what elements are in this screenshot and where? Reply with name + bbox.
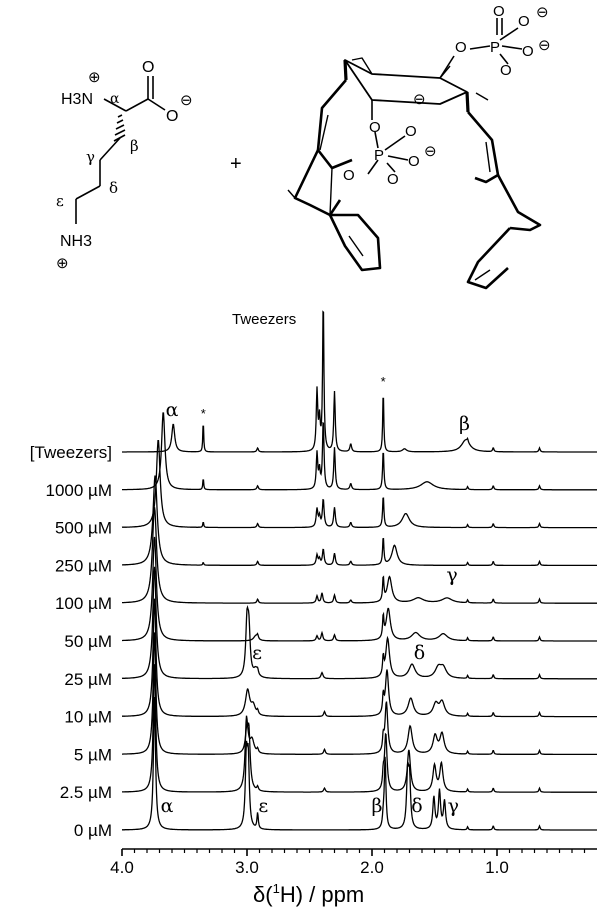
tweezer-p2: P (374, 147, 384, 164)
tweezer-o10: O (387, 171, 399, 188)
lysine-nh3: NH3 (60, 233, 92, 250)
peak-annotation: * (381, 374, 386, 389)
lysine-gamma: γ (86, 148, 95, 166)
peak-annotations: α ε β δ γ ε δ γ α β * * (161, 374, 470, 817)
peak-annotation: α (166, 399, 179, 421)
x-axis-label-prefix: δ( (253, 882, 273, 907)
peak-annotation: ε (258, 795, 268, 817)
spectrum-trace (122, 598, 597, 718)
peak-annotation: γ (446, 564, 457, 586)
peak-annotation: α (161, 795, 174, 817)
peak-annotation: δ (411, 795, 422, 817)
x-tick-label: 2.0 (360, 858, 384, 877)
series-label: 100 µM (55, 594, 112, 613)
peak-annotation: β (459, 413, 470, 435)
tweezer-o8: O (408, 153, 420, 170)
lysine-h3n: H3N (61, 91, 93, 108)
tweezer-p1: P (490, 39, 500, 56)
tweezer-structure (287, 18, 542, 290)
spectrum-trace (122, 664, 597, 793)
series-label: 250 µM (55, 556, 112, 575)
tweezer-minus3: ⊖ (413, 91, 426, 108)
series-label: 25 µM (64, 670, 112, 689)
lysine-alpha: α (110, 91, 120, 107)
series-label: [Tweezers] (30, 443, 112, 462)
tweezer-o7: O (405, 123, 417, 140)
spectrum-trace (121, 440, 597, 529)
tweezer-o2: O (493, 3, 505, 20)
x-tick-label: 1.0 (485, 858, 509, 877)
lysine-labels: H3N ⊕ α O O ⊖ β γ δ ε NH3 ⊕ (56, 59, 193, 272)
nmr-spectra (121, 310, 597, 831)
series-label: 500 µM (55, 519, 112, 538)
series-label: 10 µM (64, 708, 112, 727)
peak-annotation: γ (448, 795, 459, 817)
spectrum-trace (122, 632, 597, 756)
lysine-structure (75, 76, 166, 224)
x-axis-label-sup: 1 (273, 881, 280, 896)
tweezer-o4: O (522, 43, 534, 60)
lysine-plus-charge: ⊕ (88, 69, 101, 86)
peak-annotation: δ (414, 642, 425, 664)
series-labels: 0 µM 2.5 µM 5 µM 10 µM 25 µM 50 µM 100 µM 250 µ… (30, 443, 112, 840)
spectrum-trace (122, 696, 597, 831)
tweezer-minus1: ⊖ (536, 4, 549, 21)
x-tick-label: 4.0 (110, 858, 134, 877)
tweezer-minus4: ⊖ (424, 143, 437, 160)
series-label: 0 µM (74, 821, 112, 840)
series-label: 5 µM (74, 745, 112, 764)
peak-annotation: ε (252, 642, 262, 664)
lysine-carboxylate-o: O (166, 108, 178, 125)
lysine-delta: δ (109, 179, 118, 197)
lysine-epsilon: ε (56, 192, 64, 210)
tweezers-peak-label: Tweezers (232, 311, 296, 328)
x-axis-label-suffix: H) / ppm (280, 882, 364, 907)
spectrum-trace (122, 536, 597, 642)
peak-annotation: * (201, 406, 206, 421)
series-label: 2.5 µM (60, 783, 112, 802)
spectrum-trace (122, 310, 597, 453)
plus-sign: + (230, 153, 242, 175)
tweezer-o6: O (369, 119, 381, 136)
tweezer-minus2: ⊖ (538, 37, 551, 54)
lysine-carbonyl-o: O (142, 59, 154, 76)
series-label: 1000 µM (46, 481, 113, 500)
lysine-minus-charge: ⊖ (180, 92, 193, 109)
x-tick-label: 3.0 (235, 858, 259, 877)
lysine-beta: β (130, 137, 139, 155)
series-label: 50 µM (64, 632, 112, 651)
spectrum-trace (122, 507, 597, 604)
x-axis-label: δ(1H) / ppm (253, 881, 364, 907)
tweezer-o5: O (500, 62, 512, 79)
peak-annotation: β (372, 795, 383, 817)
lysine-nh3-plus-charge: ⊕ (56, 255, 69, 272)
spectrum-trace (121, 566, 597, 680)
spectrum-trace (122, 412, 597, 491)
spectrum-trace (122, 475, 597, 567)
tweezer-o9: O (343, 167, 355, 184)
x-axis-ticks: 4.0 3.0 2.0 1.0 (110, 849, 586, 877)
tweezer-labels: O P O O ⊖ O ⊖ O O P O ⊖ O ⊖ O O (343, 3, 551, 188)
tweezer-o1: O (455, 39, 467, 56)
tweezer-o3: O (518, 13, 530, 30)
